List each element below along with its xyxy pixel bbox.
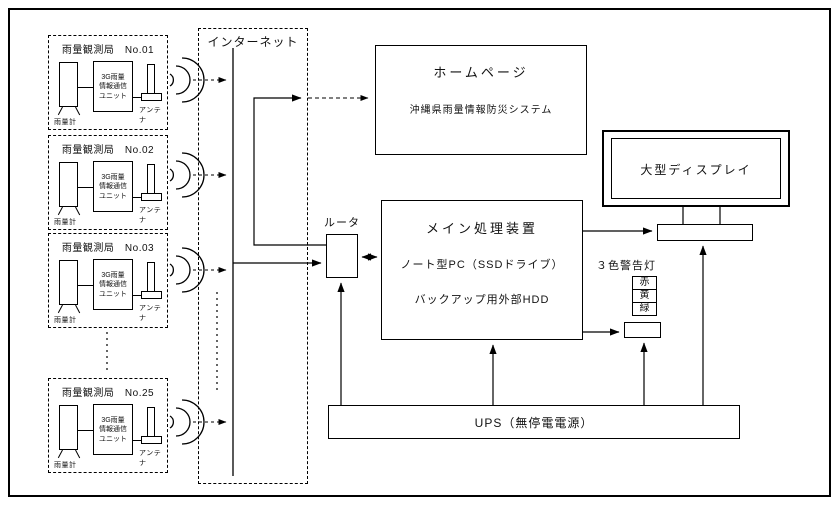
unit-to-antenna-line xyxy=(133,97,141,98)
rain-station-title: 雨量観測局 No.01 xyxy=(61,45,155,56)
warning-cell-yellow: 黄 xyxy=(632,289,657,303)
unit-to-antenna-line xyxy=(133,440,141,441)
rain-gauge-shape xyxy=(59,162,78,207)
rain-gauge-leg xyxy=(75,304,81,314)
gauge-to-unit-line xyxy=(78,87,93,88)
comm-unit-line1: 3G雨量 xyxy=(101,73,125,81)
warning-cell-red: 赤 xyxy=(632,276,657,290)
rain-gauge-leg xyxy=(57,106,64,116)
rain-gauge-shape xyxy=(59,260,78,305)
rain-gauge-leg xyxy=(75,449,81,459)
antenna-label: アンテナ xyxy=(139,207,162,224)
antenna-base-shape xyxy=(141,436,162,444)
antenna-base-shape xyxy=(141,93,162,101)
comm-unit-line2: 情報通信 xyxy=(99,183,127,190)
main-unit-pc-line: ノート型PC（SSDドライブ） xyxy=(400,259,564,271)
warning-light-tower: 赤 黄 緑 xyxy=(632,276,657,316)
rain-gauge-leg xyxy=(57,449,64,459)
antenna-base-shape xyxy=(141,291,162,299)
antenna-base-shape xyxy=(141,193,162,201)
comm-unit-line2: 情報通信 xyxy=(99,83,127,90)
unit-to-antenna-line xyxy=(133,295,141,296)
antenna-mast-shape xyxy=(147,64,155,94)
rain-station-box: 雨量観測局 No.02 雨量計 3G雨量 情報通信 ユニット アンテナ xyxy=(48,135,168,230)
rain-gauge-leg xyxy=(75,106,81,116)
main-unit-box xyxy=(381,200,583,340)
homepage-subtitle: 沖縄県雨量情報防災システム xyxy=(409,105,553,116)
warning-cell-green: 緑 xyxy=(632,302,657,316)
antenna-mast-shape xyxy=(147,262,155,292)
antenna-label: アンテナ xyxy=(139,450,162,467)
router-box xyxy=(326,234,358,278)
antenna-mast-shape xyxy=(147,407,155,437)
display-label: 大型ディスプレイ xyxy=(640,163,752,177)
comm-unit-box: 3G雨量 情報通信 ユニット xyxy=(93,259,133,310)
comm-unit-line2: 情報通信 xyxy=(99,426,127,433)
gauge-to-unit-line xyxy=(78,430,93,431)
antenna-mast-shape xyxy=(147,164,155,194)
rain-station-title: 雨量観測局 No.03 xyxy=(61,243,155,254)
rain-station-box: 雨量観測局 No.25 雨量計 3G雨量 情報通信 ユニット アンテナ xyxy=(48,378,168,473)
ups-label: UPS（無停電電源） xyxy=(474,415,594,430)
homepage-title: ホームページ xyxy=(433,65,529,80)
unit-to-antenna-line xyxy=(133,197,141,198)
comm-unit-box: 3G雨量 情報通信 ユニット xyxy=(93,161,133,212)
rain-gauge-shape xyxy=(59,62,78,107)
main-unit-hdd-line: バックアップ用外部HDD xyxy=(414,294,550,306)
comm-unit-box: 3G雨量 情報通信 ユニット xyxy=(93,61,133,112)
comm-unit-line1: 3G雨量 xyxy=(101,173,125,181)
comm-unit-line2: 情報通信 xyxy=(99,281,127,288)
rain-station-box: 雨量観測局 No.01 雨量計 3G雨量 情報通信 ユニット アンテナ xyxy=(48,35,168,130)
gauge-to-unit-line xyxy=(78,187,93,188)
antenna-label: アンテナ xyxy=(139,107,162,124)
display-outer-frame xyxy=(602,130,790,207)
comm-unit-line3: ユニット xyxy=(99,192,127,200)
comm-unit-line3: ユニット xyxy=(99,290,127,298)
comm-unit-line1: 3G雨量 xyxy=(101,271,125,279)
display-base xyxy=(657,224,753,241)
warning-light-label: ３色警告灯 xyxy=(596,260,656,272)
rain-station-title: 雨量観測局 No.02 xyxy=(61,145,155,156)
rain-gauge-label: 雨量計 xyxy=(54,119,77,126)
homepage-box xyxy=(375,45,587,155)
router-label: ルータ xyxy=(324,217,360,229)
diagram-frame xyxy=(8,8,831,497)
rain-gauge-leg xyxy=(57,206,64,216)
display-screen xyxy=(611,138,781,199)
rain-gauge-leg xyxy=(57,304,64,314)
rain-gauge-leg xyxy=(75,206,81,216)
internet-label: インターネット xyxy=(207,35,299,49)
rain-gauge-label: 雨量計 xyxy=(54,219,77,226)
comm-unit-line3: ユニット xyxy=(99,435,127,443)
rain-gauge-label: 雨量計 xyxy=(54,462,77,469)
comm-unit-line3: ユニット xyxy=(99,92,127,100)
rain-gauge-shape xyxy=(59,405,78,450)
comm-unit-box: 3G雨量 情報通信 ユニット xyxy=(93,404,133,455)
rain-station-box: 雨量観測局 No.03 雨量計 3G雨量 情報通信 ユニット アンテナ xyxy=(48,233,168,328)
main-unit-title: メイン処理装置 xyxy=(425,221,538,236)
internet-box xyxy=(198,28,308,484)
comm-unit-line1: 3G雨量 xyxy=(101,416,125,424)
ups-box: UPS（無停電電源） xyxy=(328,405,740,439)
rain-station-title: 雨量観測局 No.25 xyxy=(61,388,155,399)
rain-gauge-label: 雨量計 xyxy=(54,317,77,324)
antenna-label: アンテナ xyxy=(139,305,162,322)
gauge-to-unit-line xyxy=(78,285,93,286)
warning-light-base xyxy=(624,322,661,338)
